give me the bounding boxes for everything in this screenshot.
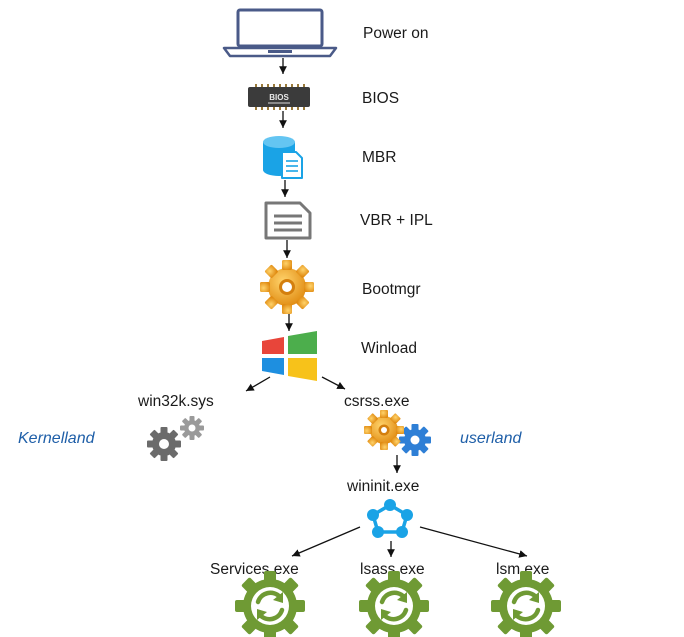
stage-label-bootmgr: Bootmgr <box>362 281 421 298</box>
stage-label-lsm: lsm.exe <box>496 561 549 578</box>
side-label-userland: userland <box>460 430 522 447</box>
stage-label-lsass: lsass.exe <box>360 561 425 578</box>
stage-label-win32k: win32k.sys <box>137 393 214 410</box>
stage-label-csrss: csrss.exe <box>344 393 409 410</box>
arrow-winload-to-csrss <box>321 376 346 390</box>
arrow-winload-to-win32k <box>245 376 271 392</box>
stage-label-winload: Winload <box>361 340 417 357</box>
document-icon <box>264 201 312 240</box>
stage-label-bios: BIOS <box>362 90 399 107</box>
bios-chip-icon: BIOS <box>248 84 310 110</box>
arrow-wininit-to-lsm <box>419 526 528 558</box>
bios-chip-text: BIOS <box>269 93 289 102</box>
stage-label-services: Services.exe <box>210 561 299 578</box>
stage-label-vbr-ipl: VBR + IPL <box>360 212 433 229</box>
csrss-gears-icon <box>364 410 431 456</box>
lsass-refresh-gear-icon <box>359 571 429 637</box>
gear-icon <box>260 260 314 314</box>
side-label-kernelland: Kernelland <box>18 430 96 447</box>
gears-icon <box>147 416 204 461</box>
stage-label-wininit: wininit.exe <box>346 478 419 495</box>
laptop-icon <box>222 8 338 58</box>
lsm-refresh-gear-icon <box>491 571 561 637</box>
network-nodes-icon <box>367 499 413 538</box>
services-refresh-gear-icon <box>235 571 305 637</box>
windows-logo-icon <box>262 331 317 381</box>
stage-label-mbr: MBR <box>362 149 396 166</box>
stage-label-power-on: Power on <box>363 25 428 42</box>
database-document-icon <box>263 136 303 179</box>
arrow-wininit-to-services <box>291 526 361 557</box>
